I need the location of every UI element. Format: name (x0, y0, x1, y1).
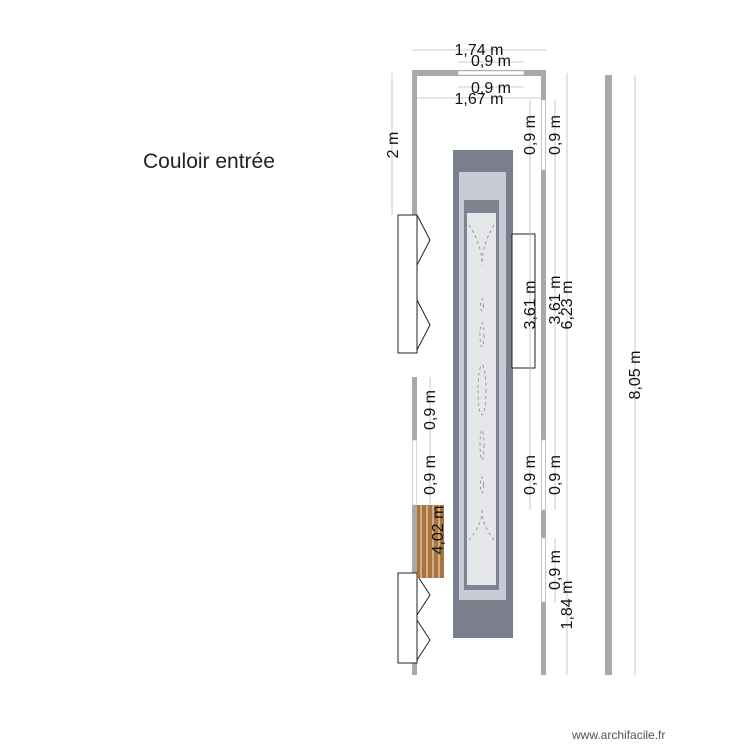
dim-left-door-a: 0,9 m (422, 390, 439, 430)
dim-right-total: 6,23 m (559, 281, 576, 330)
dim-right-mid-a: 3,61 m (522, 281, 539, 330)
dimension-lines (391, 49, 636, 675)
dim-right-mid-b: 3,61 m (547, 276, 564, 325)
watermark: www.archifacile.fr (572, 728, 666, 742)
dim-right-window1-b: 0,9 m (547, 115, 564, 155)
rug (453, 150, 513, 638)
dim-shelf: 4,02 m (430, 506, 447, 555)
right-window-2 (541, 439, 546, 511)
dim-left-upper: 2 m (385, 132, 402, 159)
dim-right-window2-b: 0,9 m (547, 455, 564, 495)
dim-top-window-outer: 0,9 m (471, 53, 511, 70)
far-right-wall (605, 75, 612, 675)
dim-left-door-b: 0,9 m (422, 455, 439, 495)
dim-right-window3: 0,9 m (547, 550, 564, 590)
dim-right-window1-a: 0,9 m (522, 115, 539, 155)
left-wall-lower (412, 377, 417, 440)
dim-top-window-inner: 0,9 m (471, 80, 511, 97)
left-opening (412, 439, 417, 506)
cabinet (511, 233, 536, 369)
dim-far-right-total: 8,05 m (627, 351, 644, 400)
right-wall (541, 70, 546, 675)
room-label: Couloir entrée (143, 150, 275, 173)
dim-right-window2-a: 0,9 m (522, 455, 539, 495)
windows (412, 70, 546, 603)
left-wall-upper (412, 70, 417, 216)
top-window (457, 70, 525, 76)
shelf (417, 505, 444, 578)
dim-top-inner: 1,67 m (455, 91, 504, 108)
right-window-1 (541, 99, 546, 171)
door-upper (397, 214, 431, 354)
right-window-3 (541, 537, 546, 603)
door-lower (397, 572, 431, 664)
dim-right-lower: 1,84 m (559, 581, 576, 630)
dim-top-outer: 1,74 m (455, 42, 504, 59)
